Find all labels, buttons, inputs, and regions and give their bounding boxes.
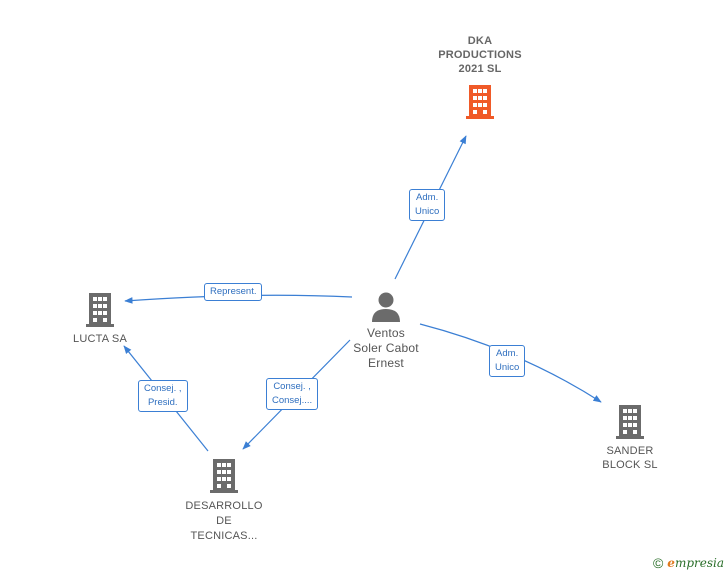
label-line: Ernest (368, 356, 404, 370)
building-icon (210, 459, 238, 493)
node-label: SANDER BLOCK SL (585, 444, 675, 472)
edge-label-line: Consej.... (272, 395, 313, 406)
label-line: DESARROLLO (185, 500, 263, 512)
node-label: LUCTA SA (55, 332, 145, 346)
building-icon (466, 85, 494, 119)
edge-label-line: Represent. (210, 286, 257, 297)
edge-label-line: Consej. , (144, 383, 182, 394)
edge-label-consej-consej[interactable]: Consej. , Consej.... (266, 378, 319, 410)
label-line: TECNICAS... (190, 530, 258, 542)
copyright-icon: © (652, 555, 664, 571)
node-label: DESARROLLO DE TECNICAS... (174, 499, 274, 544)
node-lucta-sa[interactable]: LUCTA SA (55, 292, 145, 346)
edge-label-represent[interactable]: Represent. (204, 283, 263, 301)
label-line: PRODUCTIONS (438, 49, 522, 61)
edge-label-adm-unico-dka[interactable]: Adm. Unico (409, 189, 446, 221)
edge-label-line: Adm. (416, 192, 439, 203)
empresia-logo: empresia (667, 556, 724, 570)
edge-label-line: Consej. , (273, 381, 311, 392)
node-dka-productions[interactable]: DKA PRODUCTIONS 2021 SL (420, 34, 540, 120)
label-line: Soler Cabot (353, 341, 419, 355)
node-label: DKA PRODUCTIONS 2021 SL (420, 34, 540, 76)
edge-label-line: Unico (495, 362, 520, 373)
label-line: SANDER (606, 445, 654, 457)
person-icon (372, 292, 400, 322)
logo-text: mpresia (674, 556, 724, 570)
label-line: BLOCK SL (602, 459, 658, 471)
node-desarrollo-de-tecnicas[interactable]: DESARROLLO DE TECNICAS... (174, 458, 274, 544)
logo-initial: e (667, 556, 675, 570)
edge-label-consej-presid[interactable]: Consej. , Presid. (138, 380, 188, 412)
label-line: DKA (467, 35, 493, 47)
label-line: DE (216, 515, 232, 527)
node-sander-block[interactable]: SANDER BLOCK SL (585, 404, 675, 472)
brand-footer[interactable]: © empresia (653, 555, 724, 571)
label-line: 2021 SL (458, 63, 502, 75)
edge-label-adm-unico-sander[interactable]: Adm. Unico (489, 345, 526, 377)
node-label: Ventos Soler Cabot Ernest (336, 326, 436, 371)
edge-label-line: Presid. (147, 397, 178, 408)
label-line: LUCTA SA (73, 333, 127, 345)
node-person-ventos[interactable]: Ventos Soler Cabot Ernest (336, 291, 436, 371)
building-icon (86, 293, 114, 327)
building-icon (616, 405, 644, 439)
label-line: Ventos (367, 326, 405, 340)
edge-label-line: Unico (415, 206, 440, 217)
edge-label-line: Adm. (496, 348, 519, 359)
